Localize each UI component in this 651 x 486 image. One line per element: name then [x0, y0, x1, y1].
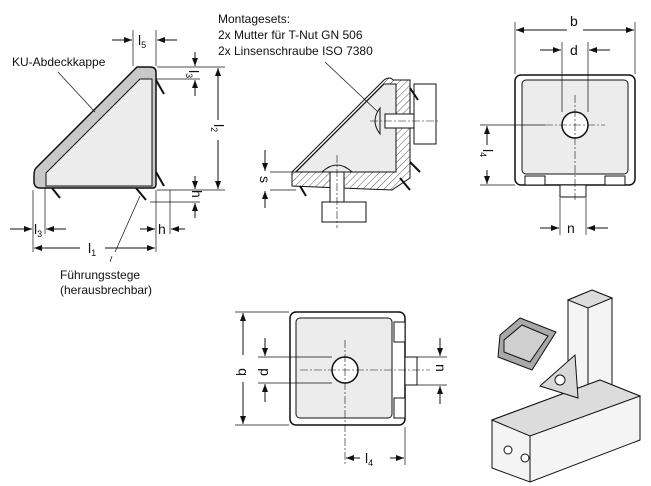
mounting-line1: 2x Mutter für T-Nut GN 506 — [218, 28, 363, 42]
svg-text:l2: l2 — [209, 124, 227, 132]
svg-text:b: b — [233, 368, 249, 376]
svg-text:n: n — [433, 364, 449, 372]
svg-text:l4: l4 — [478, 149, 496, 157]
cover-cap-label: KU-Abdeckkappe — [12, 55, 106, 69]
mounting-title: Montagesets: — [218, 12, 290, 26]
svg-text:l3: l3 — [184, 70, 202, 78]
front-view-top — [480, 22, 636, 235]
svg-text:h: h — [158, 221, 166, 237]
svg-text:b: b — [570, 13, 578, 29]
side-view-cap — [10, 30, 225, 263]
svg-text:d: d — [255, 368, 271, 376]
svg-text:s: s — [257, 176, 273, 183]
svg-text:l4: l4 — [365, 450, 373, 468]
isometric-assembly — [490, 289, 642, 483]
guide-webs-note: (herausbrechbar) — [60, 283, 152, 297]
guide-web-lines — [51, 79, 165, 201]
svg-text:l1: l1 — [88, 240, 96, 258]
svg-text:h: h — [189, 190, 205, 198]
front-view-bottom — [235, 311, 447, 465]
mounting-line2: 2x Linsenschraube ISO 7380 — [218, 44, 373, 58]
svg-text:n: n — [567, 220, 575, 236]
svg-text:l3: l3 — [34, 221, 42, 239]
guide-webs-label: Führungsstege — [60, 268, 140, 282]
section-view-mounting — [262, 61, 440, 228]
svg-text:l5: l5 — [138, 32, 146, 50]
svg-text:d: d — [570, 42, 578, 58]
